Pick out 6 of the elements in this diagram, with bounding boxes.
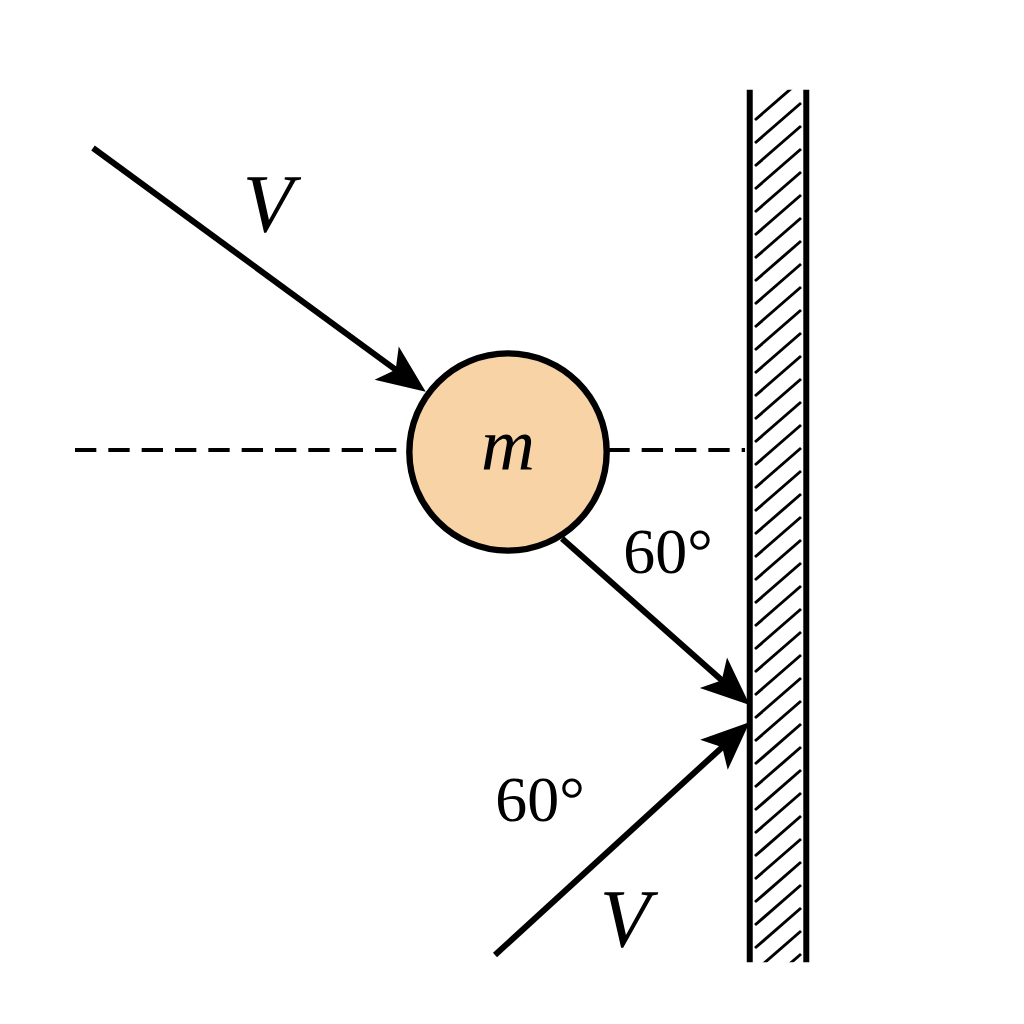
mass-ball: m [406, 350, 610, 554]
angle-label: 60° [625, 530, 710, 574]
velocity-label: V [604, 892, 659, 948]
angle-label: 60° [497, 778, 582, 822]
velocity-label: V [247, 177, 302, 233]
wall-drawing [746, 89, 810, 963]
